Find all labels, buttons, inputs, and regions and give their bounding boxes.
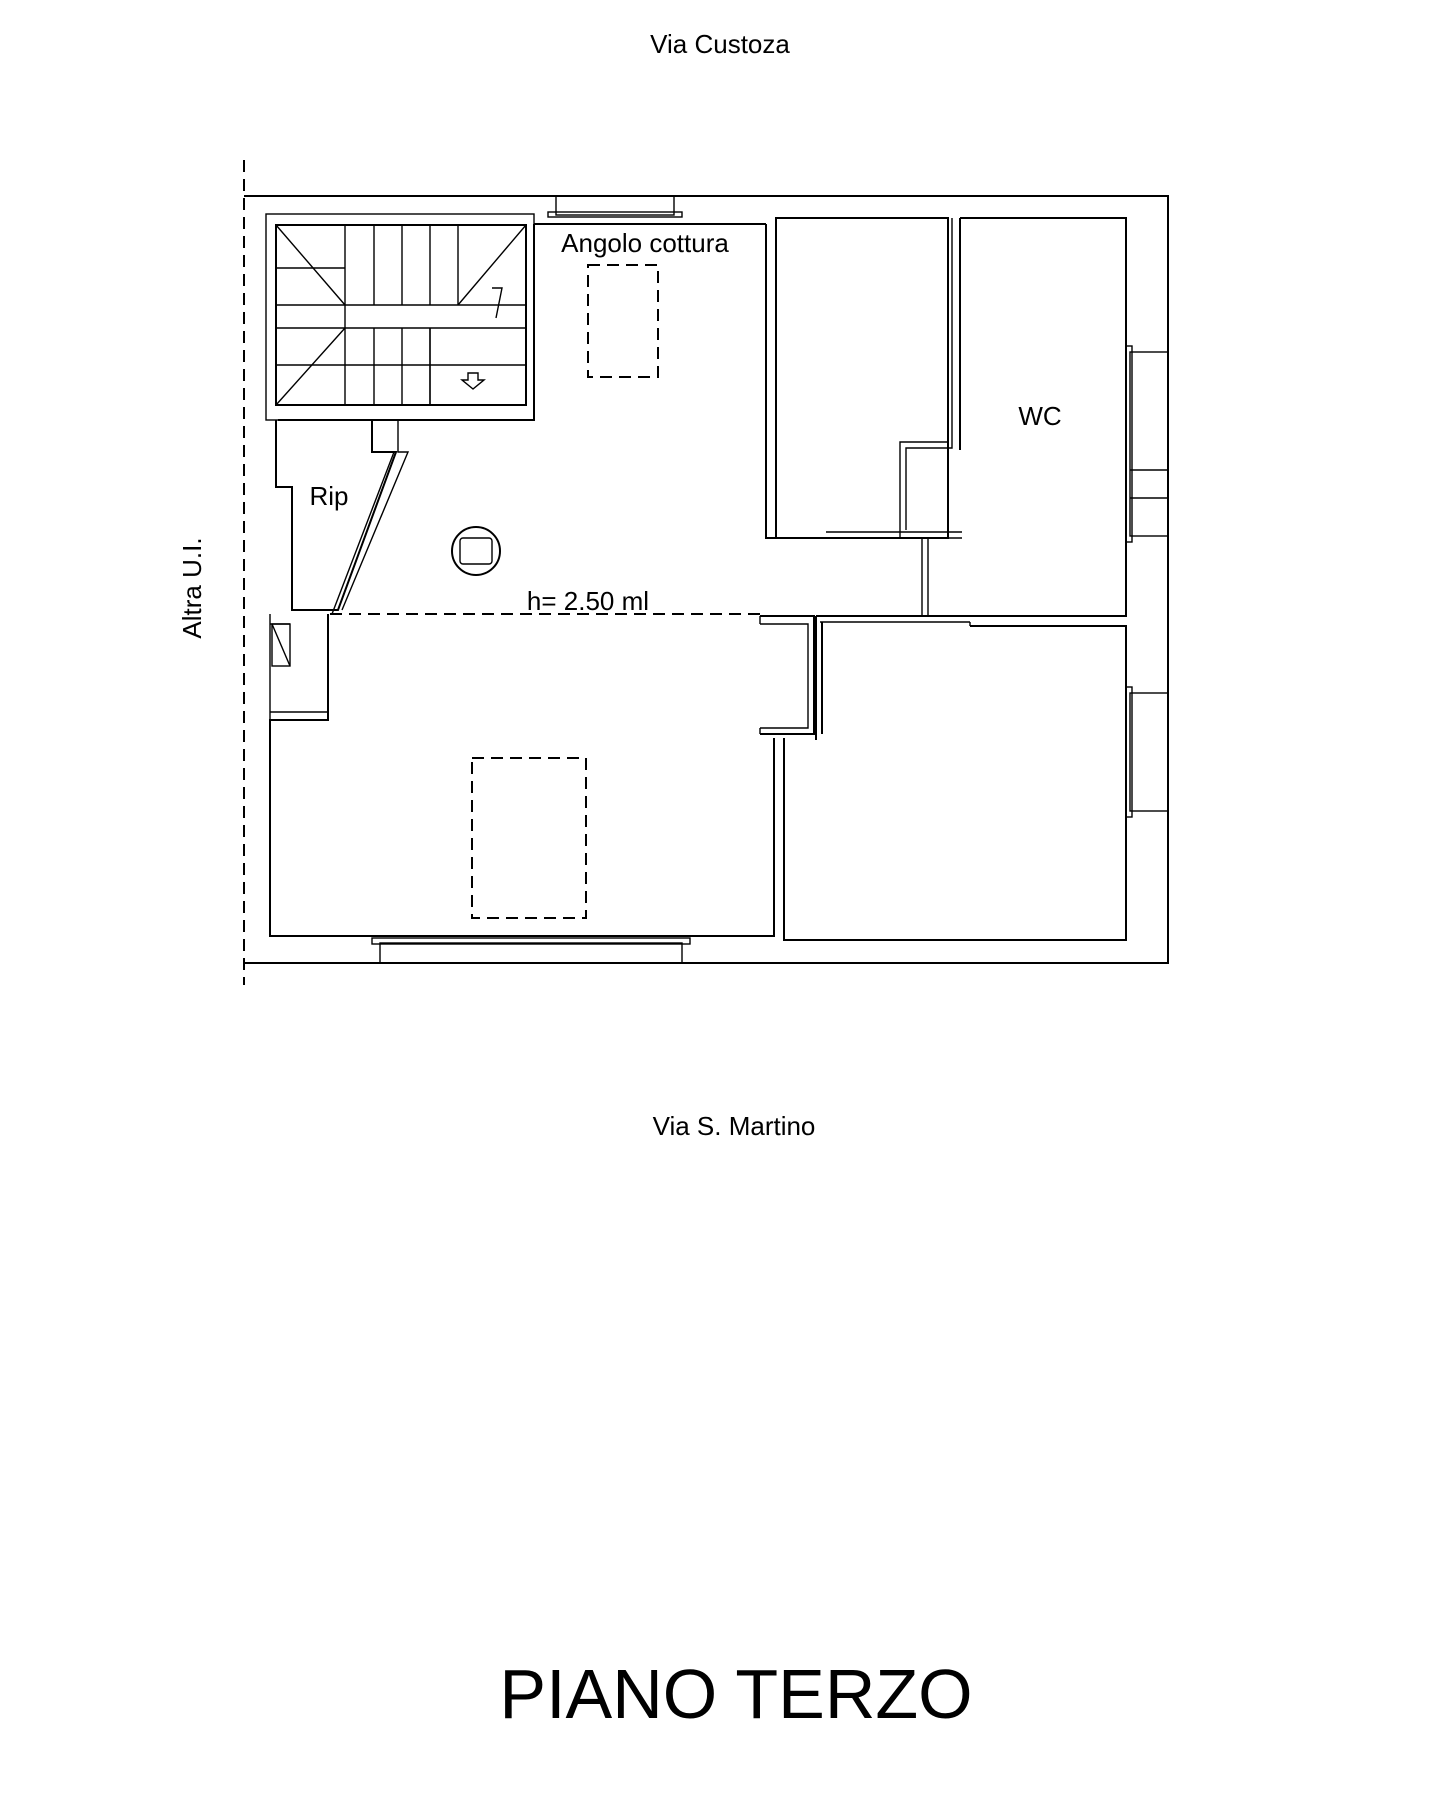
skylight-living	[471, 757, 587, 919]
central-partition	[759, 615, 1126, 740]
lower-right-room	[783, 622, 1127, 941]
kitchen-walls	[278, 223, 902, 539]
window-bottom	[379, 942, 683, 964]
outer-walls	[244, 195, 1169, 964]
lower-left-room	[269, 614, 775, 937]
street-bottom-label: Via S. Martino	[653, 1111, 816, 1141]
skylight-kitchen	[587, 264, 659, 378]
upper-right-room	[775, 217, 962, 539]
storage-room	[275, 420, 410, 615]
window-right-upper	[1129, 351, 1169, 537]
ceiling-height-label: h= 2.50 ml	[527, 586, 649, 616]
staircase	[265, 213, 535, 421]
window-right-lower	[1129, 692, 1169, 812]
room-label-kitchen: Angolo cottura	[561, 228, 729, 258]
floor-title: PIANO TERZO	[499, 1655, 972, 1733]
window-top	[555, 195, 675, 216]
side-unit-label: Altra U.I.	[177, 537, 207, 638]
flue-circle	[451, 526, 501, 576]
arrow-down-icon	[460, 372, 486, 390]
room-label-storage: Rip	[309, 481, 348, 511]
street-top-label: Via Custoza	[650, 29, 790, 59]
room-label-wc: WC	[1018, 401, 1061, 431]
